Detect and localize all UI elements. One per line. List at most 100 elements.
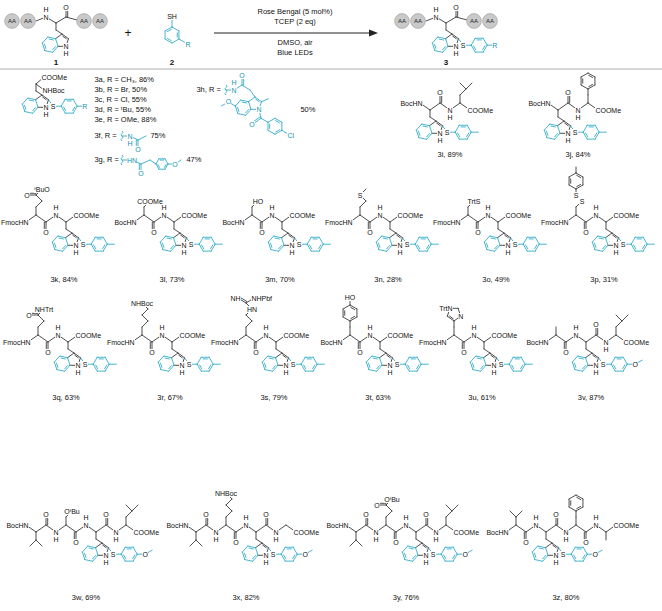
bond-line — [293, 554, 297, 561]
atom-label: N — [263, 332, 269, 339]
bond-line — [471, 38, 475, 45]
bond-line — [160, 160, 163, 161]
atom-label: COOMe — [283, 332, 309, 339]
bond-line — [276, 130, 280, 132]
compound-label: 3y, 76% — [392, 594, 419, 602]
bond-line — [459, 125, 467, 126]
atom-label: S — [296, 241, 301, 248]
atom-label: H — [43, 6, 49, 13]
bond-line — [525, 364, 532, 365]
bond-line — [350, 321, 351, 327]
atom-label: N — [613, 242, 619, 249]
bond-line — [423, 126, 427, 128]
bond-line — [38, 315, 44, 321]
atom-label: O — [26, 312, 32, 319]
atom-label: S — [357, 192, 362, 199]
bond-line — [226, 505, 232, 511]
bond-line — [593, 355, 597, 358]
bond-line — [245, 553, 246, 557]
bond-line — [612, 233, 618, 238]
atom-label: H — [367, 324, 373, 331]
bond-line — [74, 353, 80, 358]
atom-label: H — [161, 204, 167, 211]
atom-label: O — [249, 121, 255, 128]
bond-line — [586, 342, 587, 349]
bond-line — [268, 130, 275, 134]
bond-line — [65, 366, 68, 369]
bond-line — [171, 245, 176, 251]
bond-line — [66, 517, 67, 525]
atom-label: H — [43, 111, 49, 118]
residue-circle: AA — [394, 13, 410, 29]
bond-line — [268, 236, 273, 242]
bond-line — [589, 84, 593, 86]
substituent-line: 3b, R = Br, 50% — [94, 86, 148, 94]
atom-label: H — [505, 249, 511, 256]
atom-label: O — [73, 539, 79, 546]
bond-line — [356, 309, 357, 317]
bond-line — [613, 235, 617, 238]
bond-line — [144, 215, 154, 222]
compound-label: 3r, 67% — [157, 394, 183, 402]
bond-line — [509, 357, 513, 364]
bond-line — [576, 167, 577, 173]
bond-line — [174, 222, 175, 229]
bond-line — [165, 358, 169, 360]
bond-line — [432, 37, 437, 43]
bond-line — [422, 124, 430, 126]
reagent-text: DMSO, air — [277, 39, 313, 47]
bond-line — [36, 540, 42, 546]
bond-line — [126, 505, 132, 511]
bond-line — [599, 238, 603, 240]
bond-line — [55, 250, 63, 252]
bond-line — [416, 525, 426, 532]
atom-label: H — [55, 324, 61, 331]
bond-line — [165, 31, 166, 39]
bond-line — [45, 51, 53, 53]
bond-line — [588, 85, 595, 89]
bond-line — [583, 125, 587, 132]
bond-line — [556, 335, 566, 342]
bond-line — [96, 525, 106, 532]
bond-line — [583, 547, 587, 554]
bond-line — [66, 525, 76, 532]
bond-line — [275, 238, 279, 240]
bond-line — [287, 548, 291, 549]
atom-label: O — [583, 229, 589, 236]
bond-line — [285, 561, 293, 562]
bond-line — [380, 349, 386, 353]
bond-line — [285, 547, 293, 548]
bond-line — [276, 342, 277, 349]
atom-label: O — [45, 349, 51, 356]
bond-line — [373, 358, 377, 360]
bond-line — [405, 357, 409, 364]
bond-line — [565, 123, 569, 126]
bond-line — [637, 238, 641, 239]
bond-line — [376, 236, 381, 242]
atom-label: OᵗBu — [384, 496, 400, 503]
atom-label: N — [213, 529, 219, 536]
compound-label: 3u, 61% — [468, 394, 496, 402]
bond-line — [144, 207, 145, 215]
bond-line — [282, 130, 287, 133]
atom-label: H — [593, 514, 599, 521]
atom-label: BocHN — [400, 100, 423, 107]
bond-line — [246, 327, 247, 335]
atom-label: O — [423, 511, 429, 518]
bond-line — [558, 110, 559, 117]
bond-line — [387, 246, 390, 249]
bond-line — [438, 37, 446, 39]
bond-line — [589, 75, 593, 77]
atom-label: O — [253, 349, 259, 356]
bond-line — [54, 356, 59, 362]
bond-line — [275, 130, 282, 134]
bond-line — [427, 237, 431, 244]
bond-line — [126, 511, 132, 517]
bond-line — [109, 364, 116, 365]
bond-line — [45, 44, 46, 48]
bond-line — [293, 547, 297, 554]
compound-label: 3o, 49% — [482, 276, 510, 284]
bond-line — [475, 38, 483, 39]
bond-line — [386, 525, 396, 532]
bond-line — [105, 357, 109, 364]
